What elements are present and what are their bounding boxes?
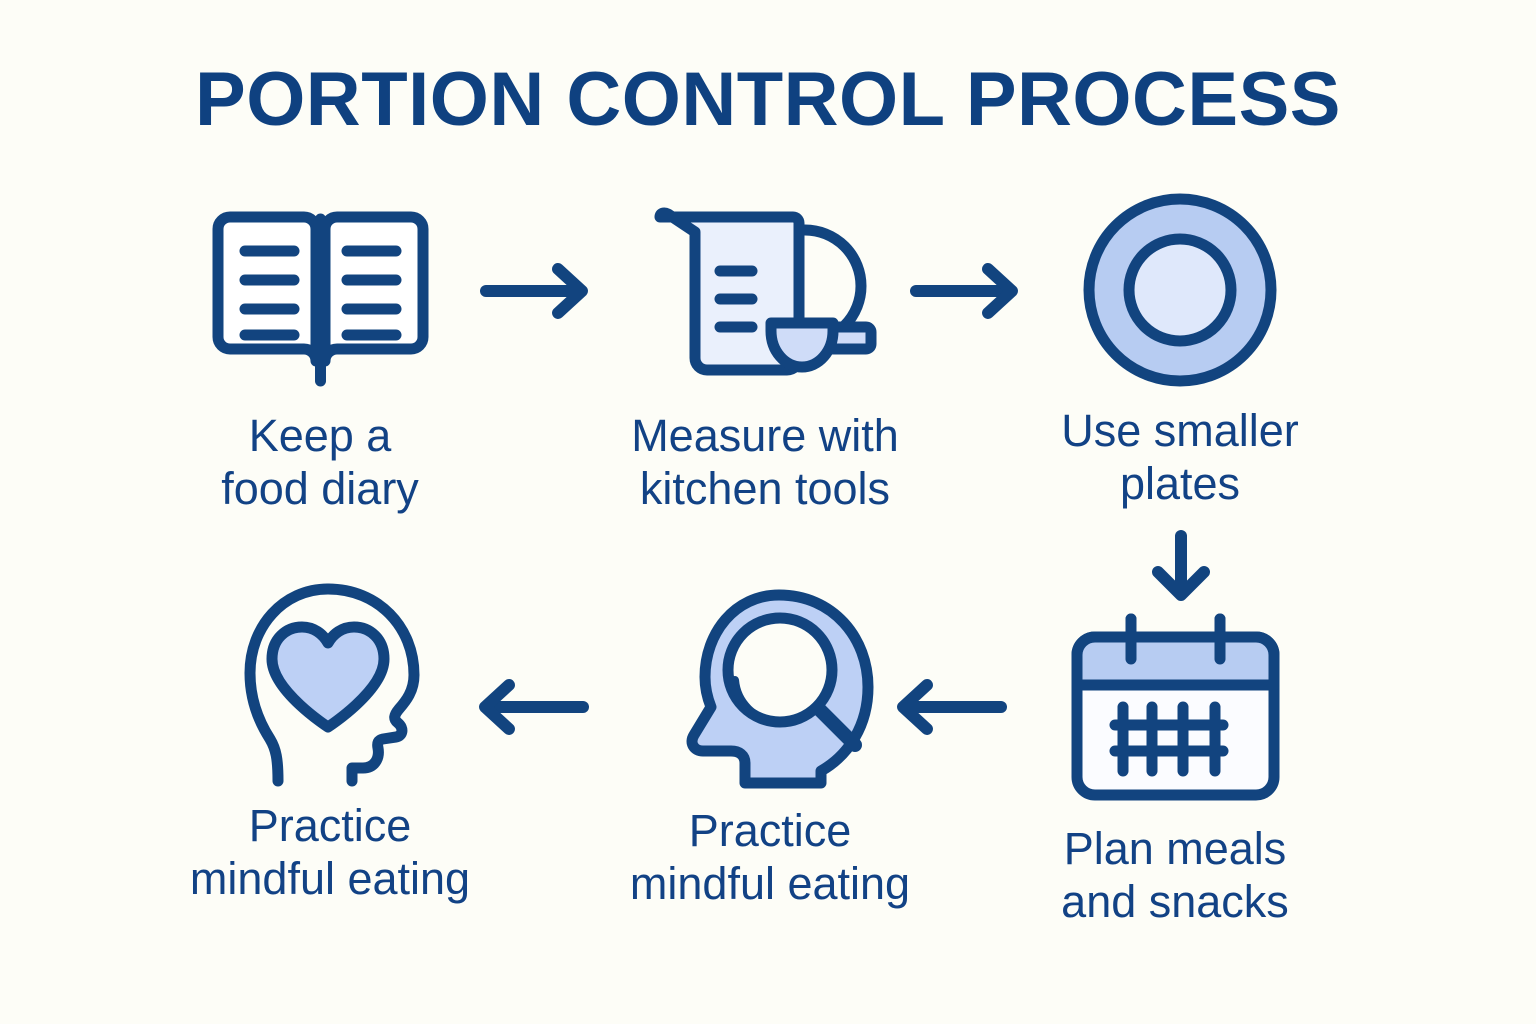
calendar-icon (1071, 613, 1279, 800)
step-use-smaller-plates: Use smaller plates (1015, 190, 1345, 510)
step-practice-mindful-eating-heart: Practice mindful eating (165, 583, 495, 905)
open-book-icon (212, 211, 428, 386)
step-5-icon-box (605, 589, 935, 790)
measuring-cup-icon (654, 207, 876, 375)
step-6-label: Practice mindful eating (189, 800, 471, 905)
step-5-label: Practice mindful eating (629, 805, 911, 910)
arrow-left-icon (897, 679, 1007, 735)
step-3-label: Use smaller plates (1061, 405, 1299, 510)
head-heart-icon (244, 583, 419, 787)
arrow-down-step3-to-step4 (1140, 528, 1222, 613)
step-6-icon-box (165, 583, 495, 787)
arrow-right-icon (480, 263, 588, 319)
step-3-icon-box (1015, 190, 1345, 390)
arrow-left-step4-to-step5 (888, 678, 1018, 741)
arrow-down-icon (1152, 530, 1210, 601)
step-1-icon-box (155, 195, 485, 395)
plate-icon (1083, 193, 1277, 387)
step-measure-with-kitchen-tools: Measure with kitchen tools (600, 195, 930, 515)
step-1-label: Keep a food diary (221, 410, 419, 515)
step-plan-meals-and-snacks: Plan meals and snacks (1010, 608, 1340, 928)
arrow-right-step1-to-step2 (478, 262, 598, 325)
arrow-left-icon (479, 679, 589, 735)
step-4-label: Plan meals and snacks (1061, 823, 1289, 928)
arrow-right-step2-to-step3 (908, 262, 1028, 325)
step-2-icon-box (600, 195, 930, 395)
arrow-left-step5-to-step6 (470, 678, 600, 741)
head-magnifier-icon (686, 589, 873, 789)
step-practice-mindful-eating-magnifier: Practice mindful eating (605, 589, 935, 910)
step-2-label: Measure with kitchen tools (631, 410, 899, 515)
arrow-right-icon (910, 263, 1018, 319)
page-title: PORTION CONTROL PROCESS (195, 57, 1341, 142)
step-keep-a-food-diary: Keep a food diary (155, 195, 485, 515)
step-4-icon-box (1010, 608, 1340, 808)
